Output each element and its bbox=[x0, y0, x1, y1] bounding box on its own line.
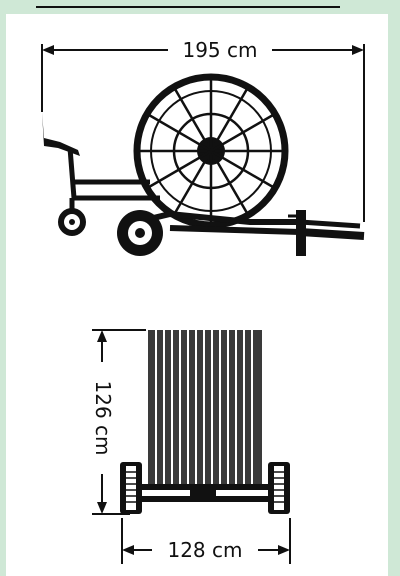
right-wheel bbox=[268, 462, 290, 514]
hose-drum bbox=[133, 73, 289, 229]
tow-hitch bbox=[296, 210, 306, 256]
length-dimension: 195 cm bbox=[41, 38, 365, 222]
height-dimension: 126 cm bbox=[91, 329, 146, 515]
width-label: 128 cm bbox=[167, 538, 242, 562]
length-label: 195 cm bbox=[182, 38, 257, 62]
left-wheel bbox=[120, 462, 142, 514]
top-view: 126 cm bbox=[91, 329, 291, 564]
handle bbox=[42, 112, 80, 156]
side-view: 195 cm bbox=[41, 38, 365, 256]
width-dimension: 128 cm bbox=[121, 518, 291, 564]
drum-top bbox=[148, 330, 262, 490]
height-label: 126 cm bbox=[91, 380, 115, 455]
small-wheel bbox=[58, 198, 86, 236]
large-wheel bbox=[117, 210, 163, 256]
